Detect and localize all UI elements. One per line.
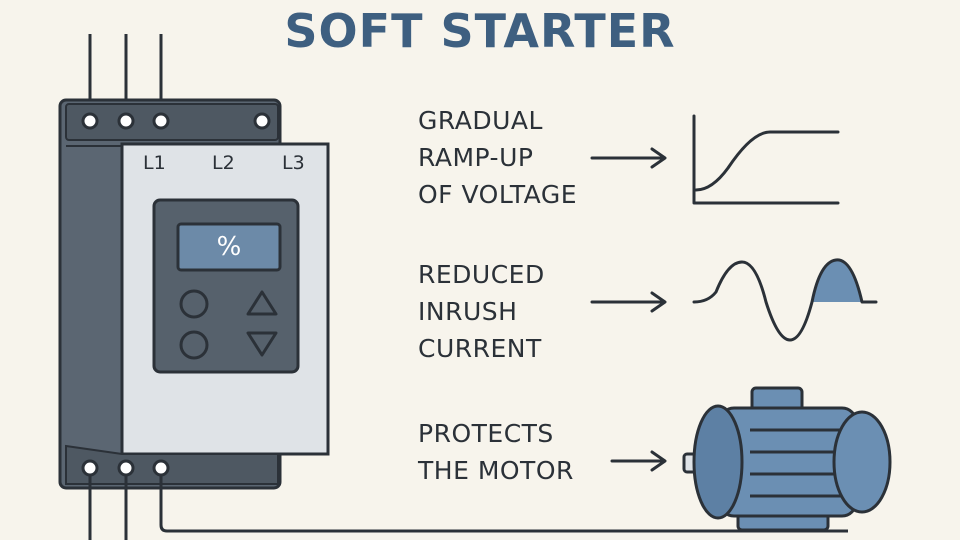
- top-terminal-strip: [65, 103, 279, 141]
- terminal-label-l2: L2: [212, 152, 235, 174]
- arrow-right-icon: [590, 147, 667, 169]
- terminal-screw-aux-top: [253, 112, 271, 130]
- caption-line: CURRENT: [418, 334, 542, 363]
- caption-line: REDUCED: [418, 260, 545, 289]
- arrow-down-button[interactable]: [246, 331, 278, 357]
- terminal-screw-t2: [117, 459, 135, 477]
- caption-line: OF VOLTAGE: [418, 180, 577, 209]
- output-wires: [88, 476, 848, 540]
- caption-line: THE MOTOR: [418, 456, 574, 485]
- arrow-right-icon: [590, 291, 667, 313]
- terminal-label-l1: L1: [143, 152, 166, 174]
- top-terminals: [81, 112, 271, 130]
- terminal-screw-t1: [81, 459, 99, 477]
- current-wave-icon: [692, 258, 878, 342]
- arrow-up-button[interactable]: [246, 290, 278, 316]
- display-screen: [176, 222, 282, 272]
- terminal-screw-t3: [152, 459, 170, 477]
- feature-caption-protects: PROTECTS THE MOTOR: [418, 415, 574, 489]
- motor-rear-cap: [832, 410, 892, 514]
- caption-line: PROTECTS: [418, 419, 554, 448]
- bottom-terminals: [81, 459, 170, 477]
- control-button-bottom[interactable]: [179, 330, 209, 360]
- motor-front-cap: [692, 404, 744, 520]
- terminal-screw-l3-top: [152, 112, 170, 130]
- control-button-top[interactable]: [179, 289, 209, 319]
- feature-caption-ramp: GRADUAL RAMP-UP OF VOLTAGE: [418, 102, 577, 213]
- terminal-screw-l1-top: [81, 112, 99, 130]
- feature-caption-inrush: REDUCED INRUSH CURRENT: [418, 256, 545, 367]
- caption-line: RAMP-UP: [418, 143, 534, 172]
- terminal-screw-l2-top: [117, 112, 135, 130]
- caption-line: INRUSH: [418, 297, 518, 326]
- electric-motor-icon: [682, 386, 892, 532]
- feature-arrows: [590, 147, 667, 472]
- page-title: SOFT STARTER: [284, 4, 676, 58]
- display-value: %: [216, 232, 242, 262]
- voltage-ramp-graph-icon: [692, 114, 840, 205]
- terminal-label-l3: L3: [282, 152, 305, 174]
- caption-line: GRADUAL: [418, 106, 543, 135]
- arrow-right-icon: [610, 450, 667, 472]
- bottom-terminal-strip: [65, 444, 279, 485]
